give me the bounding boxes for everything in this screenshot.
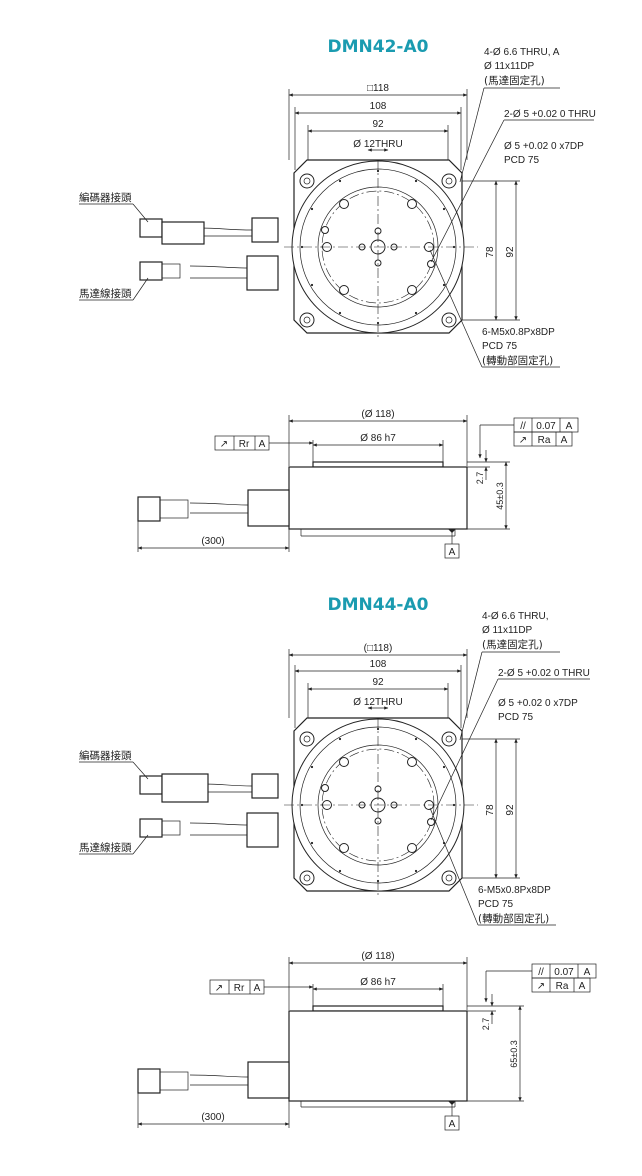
datum-a: A <box>449 1119 456 1130</box>
callout-mount-counterbore: Ø 11x11DP <box>482 625 533 636</box>
dim-92-horizontal: 92 <box>372 119 384 130</box>
callout-tap-pcd: PCD 75 <box>478 899 513 910</box>
callout-pin-depth: Ø 5 +0.02 0 x7DP <box>498 698 578 709</box>
side-view: (Ø 118) Ø 86 h7 ↗ Rr A <box>137 409 579 559</box>
dim-square: □118 <box>367 83 389 94</box>
dim-108: 108 <box>370 659 387 670</box>
dim-cable-length: (300) <box>201 1112 224 1123</box>
dim-bore: Ø 12THRU <box>353 139 402 150</box>
callout-mount-note: (馬達固定孔) <box>482 638 543 651</box>
axial-value: Ra <box>538 435 551 446</box>
side-cable <box>137 489 290 527</box>
parallel-value: 0.07 <box>536 421 556 432</box>
label-encoder-connector: 編碼器接頭 <box>79 191 132 204</box>
parallel-symbol: // <box>520 421 526 432</box>
callout-pin-thru: 2-Ø 5 +0.02 0 THRU <box>504 109 596 120</box>
callout-mount-holes: 4-Ø 6.6 THRU, <box>482 611 549 622</box>
dim-cable-length: (300) <box>201 536 224 547</box>
dim-pilot: Ø 86 h7 <box>360 433 396 444</box>
parallel-datum: A <box>584 967 591 978</box>
dim-108: 108 <box>370 101 387 112</box>
callout-mount-counterbore: Ø 11x11DP <box>484 61 535 72</box>
callout-tap-holes: 6-M5x0.8Px8DP <box>478 885 551 896</box>
dim-92-horizontal: 92 <box>372 677 384 688</box>
side-view: (Ø 118) Ø 86 h7 ↗ Rr A // <box>137 951 597 1131</box>
runout-symbol: ↗ <box>215 983 223 994</box>
runout-value: Rr <box>239 439 250 450</box>
axial-symbol: ↗ <box>537 981 545 992</box>
dim-height: 65±0.3 <box>509 1040 519 1067</box>
runout-datum: A <box>259 439 266 450</box>
callout-mount-holes: 4-Ø 6.6 THRU, A <box>484 47 560 58</box>
dim-pilot: Ø 86 h7 <box>360 977 396 988</box>
parallel-datum: A <box>566 421 573 432</box>
dim-78: 78 <box>485 246 496 258</box>
label-motor-connector: 馬達線接頭 <box>79 287 132 300</box>
cable-assembly <box>139 217 279 291</box>
dim-92-vertical: 92 <box>505 804 516 816</box>
top-view: (□118) 108 92 Ø 12THRU <box>79 611 590 926</box>
callout-mount-note: (馬達固定孔) <box>484 74 545 87</box>
parallel-symbol: // <box>538 967 544 978</box>
runout-frame: ↗ Rr A <box>214 435 314 451</box>
callout-pin-thru: 2-Ø 5 +0.02 0 THRU <box>498 668 590 679</box>
runout-symbol: ↗ <box>220 439 228 450</box>
runout-frame: ↗ Rr A <box>209 979 314 995</box>
dim-78: 78 <box>485 804 496 816</box>
axial-symbol: ↗ <box>519 435 527 446</box>
parallelism-frame: // 0.07 A ↗ Ra A <box>484 963 597 1003</box>
runout-value: Rr <box>234 983 245 994</box>
callout-pin-pcd: PCD 75 <box>498 712 533 723</box>
callout-tap-note: (轉動部固定孔) <box>478 912 549 925</box>
dim-bore: Ø 12THRU <box>353 697 402 708</box>
callout-tap-note: (轉動部固定孔) <box>482 354 553 367</box>
dim-outer-diameter: (Ø 118) <box>361 951 394 962</box>
datum-a: A <box>449 547 456 558</box>
callout-tap-pcd: PCD 75 <box>482 341 517 352</box>
parallel-value: 0.07 <box>554 967 574 978</box>
axial-datum: A <box>579 981 586 992</box>
drawing-dmn42: DMN42-A0 □118 108 92 Ø 12THRU <box>79 37 596 559</box>
dim-height: 45±0.3 <box>495 482 505 509</box>
dim-92-vertical: 92 <box>505 246 516 258</box>
callout-pin-depth: Ø 5 +0.02 0 x7DP <box>504 141 584 152</box>
top-view: □118 108 92 Ø 12THRU <box>79 47 596 368</box>
cable-assembly <box>139 773 279 848</box>
dim-outer-diameter: (Ø 118) <box>361 409 394 420</box>
label-encoder-connector: 編碼器接頭 <box>79 749 132 762</box>
label-motor-connector: 馬達線接頭 <box>79 841 132 854</box>
callout-pin-pcd: PCD 75 <box>504 155 539 166</box>
axial-value: Ra <box>556 981 569 992</box>
runout-datum: A <box>254 983 261 994</box>
drawing-title: DMN42-A0 <box>328 37 429 57</box>
callout-tap-holes: 6-M5x0.8Px8DP <box>482 327 555 338</box>
parallelism-frame: // 0.07 A ↗ Ra A <box>478 417 579 459</box>
dim-square: (□118) <box>364 643 393 654</box>
drawing-dmn44: DMN44-A0 (□118) 108 92 Ø 12THRU <box>79 595 597 1131</box>
dim-2-7: 2.7 <box>475 472 485 485</box>
dim-2-7: 2.7 <box>481 1018 491 1031</box>
drawing-title: DMN44-A0 <box>328 595 429 615</box>
side-cable <box>137 1061 290 1099</box>
axial-datum: A <box>561 435 568 446</box>
